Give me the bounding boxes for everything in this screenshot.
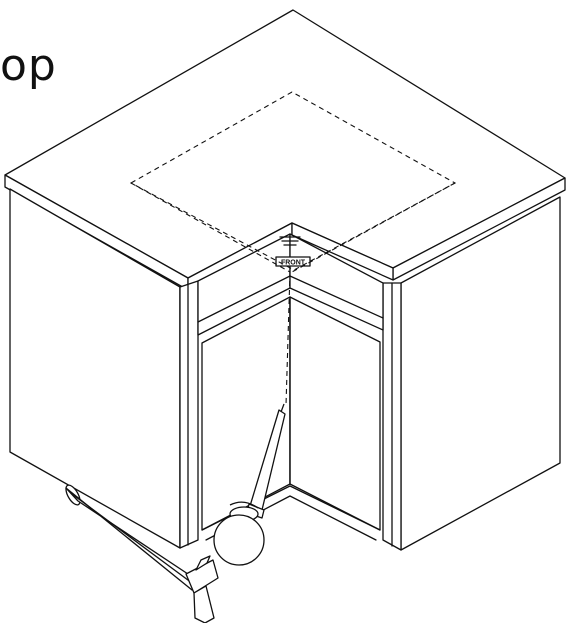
- screwdriver: [213, 403, 286, 566]
- hammer: [65, 484, 219, 624]
- left-stile: [179, 280, 199, 549]
- interior-back-left: [201, 296, 291, 531]
- guide-line-right: [291, 182, 456, 273]
- countertop-inner-edge-right: [291, 222, 394, 281]
- title-fragment: op: [0, 40, 57, 91]
- interior-top-rail-right: [289, 233, 384, 331]
- screw-guide-line: [285, 271, 291, 406]
- guide-line-left: [130, 182, 291, 273]
- front-label: FRONT: [281, 260, 306, 267]
- front-label-box: [275, 256, 311, 267]
- interior-back-right: [289, 296, 381, 531]
